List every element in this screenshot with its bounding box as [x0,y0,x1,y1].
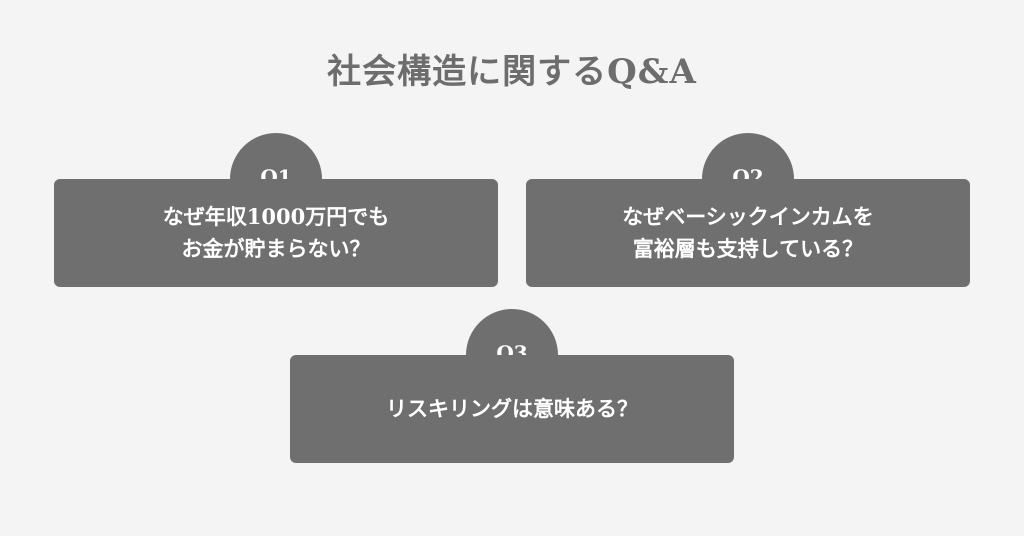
question-card-q3[interactable]: Q3 リスキリングは意味ある？ [290,309,734,463]
question-card-q1[interactable]: Q1 なぜ年収1000万円でも お金が貯まらない？ [54,133,498,287]
question-text-line: なぜ年収1000万円でも [162,204,390,229]
question-box-q2: なぜベーシックインカムを 富裕層も支持している？ [526,179,970,287]
question-text-line: 富裕層も支持している？ [632,236,864,261]
question-box-q3: リスキリングは意味ある？ [290,355,734,463]
page-title: 社会構造に関するQ&A [327,52,697,92]
question-box-q1: なぜ年収1000万円でも お金が貯まらない？ [54,179,498,287]
question-text-line: お金が貯まらない？ [181,236,371,261]
question-card-q2[interactable]: Q2 なぜベーシックインカムを 富裕層も支持している？ [526,133,970,287]
question-text-line: なぜベーシックインカムを [622,204,874,229]
question-text-line: リスキリングは意味ある？ [386,396,638,421]
